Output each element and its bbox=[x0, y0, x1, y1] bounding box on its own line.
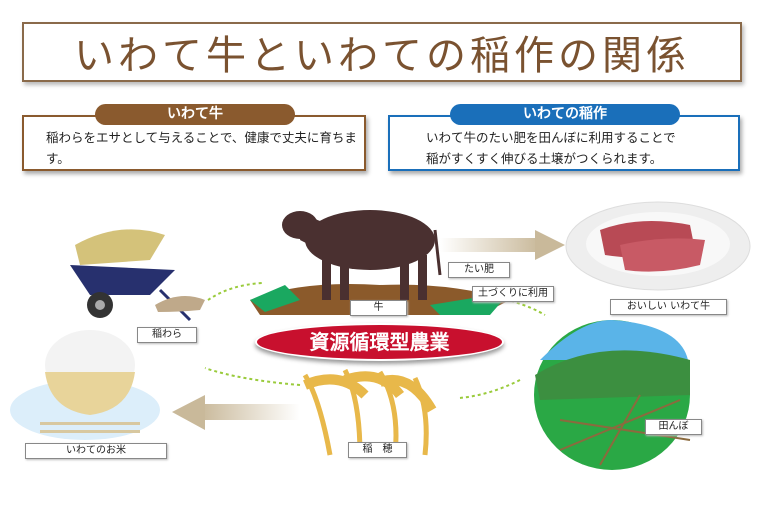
label-soil: 土づくりに利用 bbox=[472, 286, 554, 302]
rice-label: いわての稲作 bbox=[450, 104, 680, 125]
label-ear: 稲 穂 bbox=[348, 442, 407, 458]
cattle-label: いわて牛 bbox=[95, 104, 295, 125]
arrow-to-beef bbox=[440, 230, 565, 260]
center-title: 資源循環型農業 bbox=[255, 323, 504, 361]
rice-bowl-icon bbox=[10, 330, 160, 440]
label-paddy: 田んぼ bbox=[645, 419, 702, 435]
arrow-to-rice bbox=[172, 395, 300, 430]
cow-icon bbox=[282, 210, 442, 300]
wheelbarrow-icon bbox=[70, 229, 205, 322]
label-rice: いわてのお米 bbox=[25, 443, 167, 459]
label-cow: 牛 bbox=[350, 300, 407, 316]
label-compost: たい肥 bbox=[448, 262, 510, 278]
rice-paddy-icon bbox=[534, 320, 691, 470]
page-title: いわて牛といわての稲作の関係 bbox=[74, 33, 690, 79]
label-straw: 稲わら bbox=[137, 327, 197, 343]
cattle-info-text: 稲わらをエサとして与えることで、健康で丈夫に育ちます。 bbox=[46, 130, 357, 166]
beef-plate-icon bbox=[565, 201, 751, 291]
label-beef: おいしい いわて牛 bbox=[610, 299, 727, 315]
rice-info-line2: 稲がすくすく伸びる土壌がつくられます。 bbox=[426, 151, 663, 166]
title-frame: いわて牛といわての稲作の関係 bbox=[22, 22, 742, 82]
rice-info-line1: いわて牛のたい肥を田んぼに利用することで bbox=[426, 130, 676, 145]
